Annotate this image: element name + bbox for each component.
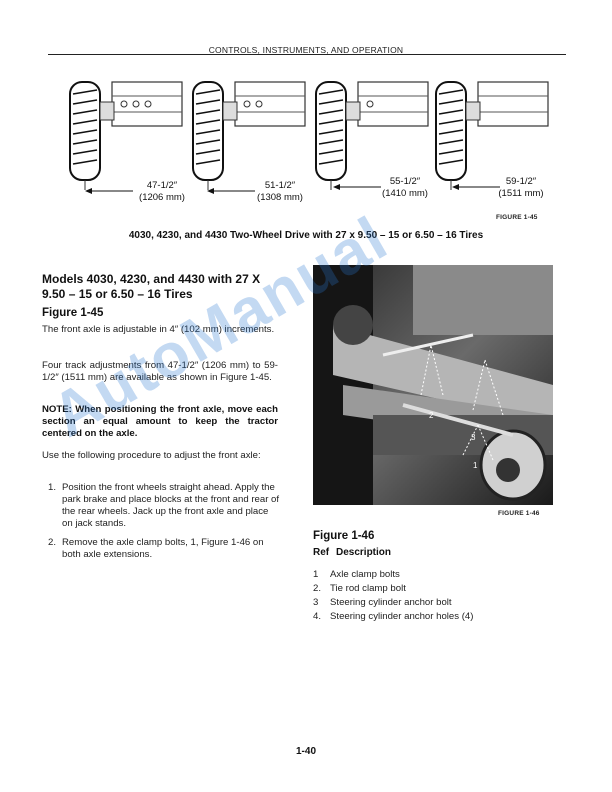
ref-description: Tie rod clamp bolt bbox=[330, 583, 406, 594]
ref-column-header: Ref bbox=[313, 547, 330, 558]
ref-description: Steering cylinder anchor bolt bbox=[330, 597, 452, 608]
paragraph-procedure-intro: Use the following procedure to adjust th… bbox=[42, 450, 261, 461]
figure-tag-1-45: FIGURE 1-45 bbox=[496, 214, 538, 221]
running-header: CONTROLS, INSTRUMENTS, AND OPERATION bbox=[208, 45, 404, 55]
dimension-arrow-4 bbox=[452, 184, 500, 190]
wheel-illustration-4 bbox=[428, 72, 558, 222]
page-number: 1-40 bbox=[295, 746, 316, 757]
callout-2: 2 bbox=[429, 411, 434, 420]
callout-1: 1 bbox=[473, 461, 478, 470]
wheel-illustration-2 bbox=[185, 72, 315, 222]
figure-reference-heading: Figure 1-45 bbox=[42, 307, 104, 319]
ref-description: Axle clamp bolts bbox=[330, 569, 400, 580]
ref-number: 3 bbox=[313, 597, 319, 608]
step-text: Position the front wheels straight ahead… bbox=[62, 482, 280, 529]
description-column-header: Description bbox=[336, 547, 392, 558]
dimension-arrow-1 bbox=[85, 188, 133, 194]
callout-3: 3 bbox=[471, 433, 476, 442]
dimension-label-3: 55-1/2″(1410 mm) bbox=[382, 176, 428, 199]
ref-number: 2. bbox=[313, 583, 322, 594]
dimension-arrow-3 bbox=[333, 184, 381, 190]
figure-tag-1-46: FIGURE 1-46 bbox=[498, 510, 540, 517]
section-title: Models 4030, 4230, and 4430 with 27 X 9.… bbox=[42, 272, 261, 301]
dimension-arrow-2 bbox=[207, 188, 255, 194]
header-rule bbox=[48, 54, 566, 55]
dimension-label-2: 51-1/2″(1308 mm) bbox=[257, 180, 303, 203]
ref-description: Steering cylinder anchor holes (4) bbox=[330, 611, 474, 622]
step-text: Remove the axle clamp bolts, 1, Figure 1… bbox=[62, 537, 264, 560]
axle-photo: 2 3 1 bbox=[313, 265, 553, 505]
figure-1-46-heading: Figure 1-46 bbox=[313, 530, 375, 542]
paragraph-track-adjustments: Four track adjustments from 47-1/2″ (120… bbox=[42, 360, 278, 383]
step-number: 2. bbox=[48, 537, 57, 548]
wheel-illustration-1 bbox=[62, 72, 192, 222]
step-number: 1. bbox=[48, 482, 57, 493]
ref-number: 4. bbox=[313, 611, 322, 622]
figure-caption-1-45: 4030, 4230, and 4430 Two-Wheel Drive wit… bbox=[128, 230, 484, 241]
dimension-label-1: 47-1/2″(1206 mm) bbox=[139, 180, 185, 203]
dimension-label-4: 59-1/2″(1511 mm) bbox=[498, 176, 544, 199]
ref-number: 1 bbox=[313, 569, 319, 580]
wheel-illustration-3 bbox=[308, 72, 438, 222]
note-positioning: NOTE: When positioning the front axle, m… bbox=[42, 404, 278, 439]
paragraph-axle-adjustable: The front axle is adjustable in 4″ (102 … bbox=[42, 324, 275, 335]
